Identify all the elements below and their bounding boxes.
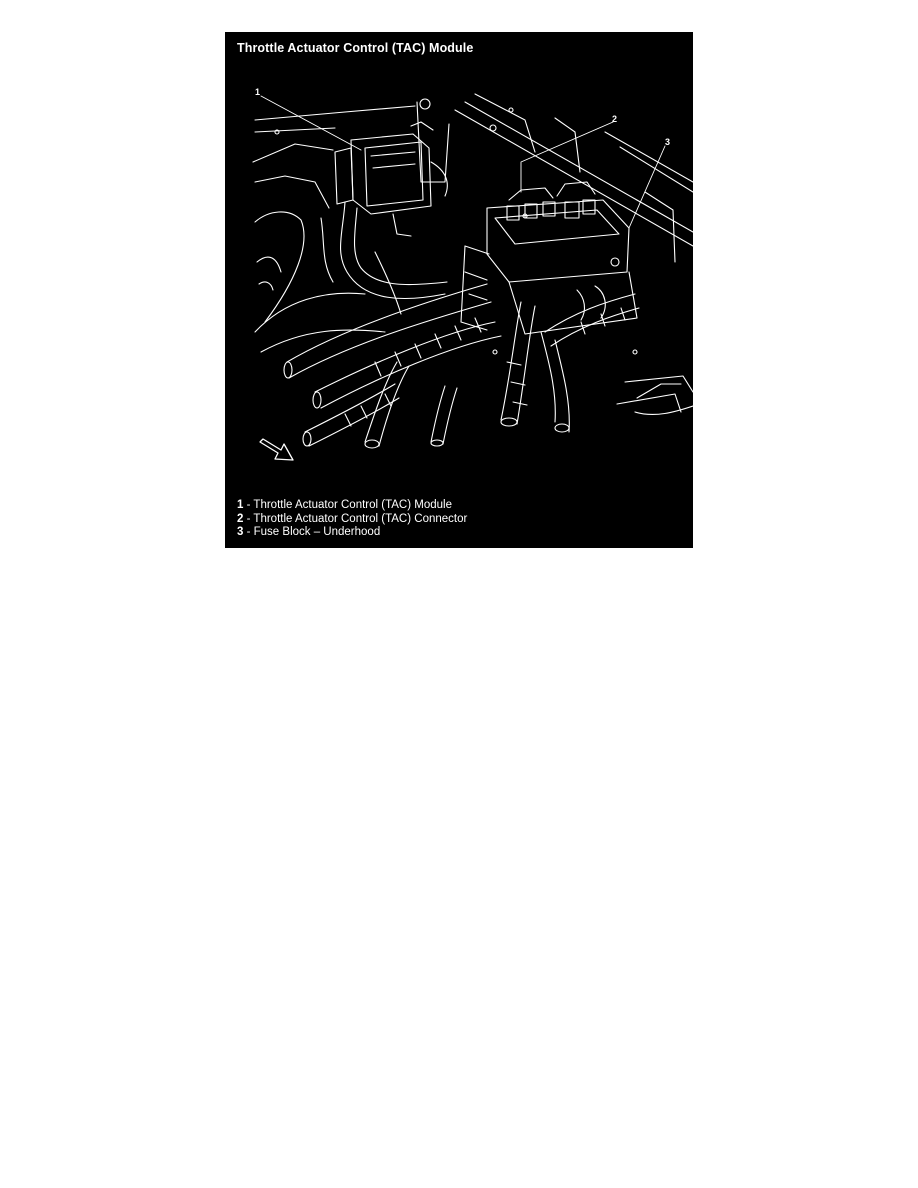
wiring-harness-drawing [283, 201, 640, 449]
callout-2: 2 [612, 114, 617, 124]
left-fender-lines [252, 98, 450, 353]
battery-tray-drawing [616, 375, 693, 415]
legend-text: Fuse Block – Underhood [253, 526, 381, 539]
legend-text: Throttle Actuator Control (TAC) Module [253, 499, 452, 511]
legend-item: 3 - Fuse Block – Underhood [237, 526, 381, 539]
legend-item: 1 - Throttle Actuator Control (TAC) Modu… [237, 499, 452, 511]
callout-1: 1 [255, 87, 260, 97]
legend-number: 3 [237, 526, 244, 539]
diagram-figure: Throttle Actuator Control (TAC) Module [225, 32, 693, 548]
callout-leaders [260, 95, 666, 229]
legend-item: 2 - Throttle Actuator Control (TAC) Conn… [237, 512, 468, 525]
tac-module-drawing [334, 121, 448, 237]
legend-number: 1 [237, 499, 244, 511]
figure-title: Throttle Actuator Control (TAC) Module [237, 41, 474, 55]
fuse-block-drawing [460, 181, 638, 355]
legend-number: 2 [237, 512, 244, 525]
direction-arrow-icon [259, 438, 294, 461]
callout-3: 3 [665, 137, 670, 147]
legend-text: Throttle Actuator Control (TAC) Connecto… [253, 512, 468, 525]
body-panel-lines [454, 93, 693, 263]
engine-bay-illustration: 1 2 3 [252, 87, 693, 461]
figure-legend: 1 - Throttle Actuator Control (TAC) Modu… [237, 499, 467, 540]
